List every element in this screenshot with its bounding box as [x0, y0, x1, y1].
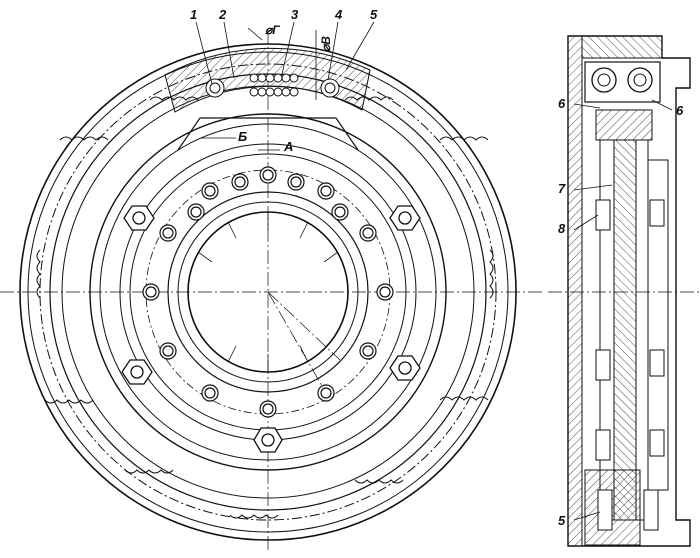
damper-springs: [36, 96, 494, 519]
label-6-right: 6: [676, 103, 684, 118]
label-dia-g: ⌀Г: [265, 23, 280, 37]
label-1: 1: [190, 7, 198, 22]
label-3: 3: [291, 7, 299, 22]
side-view: [548, 35, 700, 547]
label-5: 5: [370, 7, 378, 22]
label-gap-b: Б: [238, 129, 248, 144]
label-6-left: 6: [558, 96, 566, 111]
bolt-holes: [142, 166, 394, 418]
label-7: 7: [558, 181, 566, 196]
label-gap-a: А: [284, 139, 294, 154]
label-dia-v: ⌀В: [318, 36, 333, 52]
front-view: [0, 21, 545, 552]
top-spring-detail: [205, 73, 340, 98]
label-4: 4: [335, 7, 343, 22]
label-8: 8: [558, 221, 566, 236]
label-2: 2: [219, 7, 227, 22]
label-5-side: 5: [558, 513, 566, 528]
hex-nuts: [121, 205, 421, 453]
